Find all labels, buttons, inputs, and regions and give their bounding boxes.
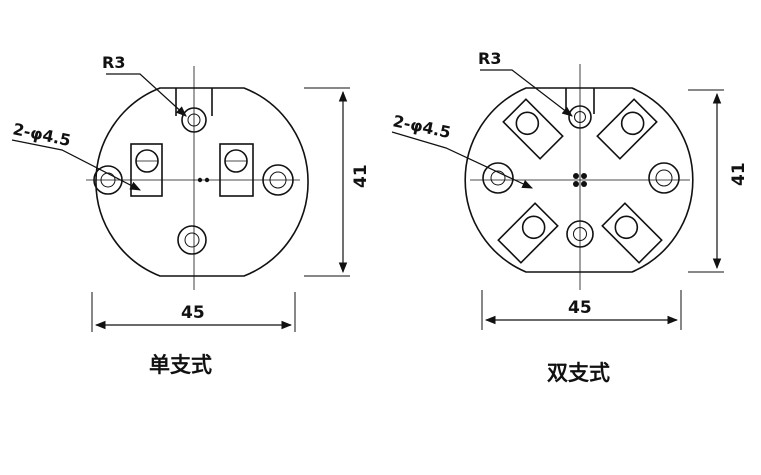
single-top-hole xyxy=(181,107,207,133)
single-height-label: 41 xyxy=(351,164,371,188)
single-plate-outline xyxy=(95,87,309,277)
single-radius-note: R3 xyxy=(102,53,125,72)
double-terminal-top-left xyxy=(502,98,564,160)
double-terminal-top-right xyxy=(596,98,658,160)
double-r3-leader xyxy=(480,69,573,117)
single-right-terminal xyxy=(219,143,254,197)
double-top-hole xyxy=(568,105,592,129)
single-width-label: 45 xyxy=(181,303,205,323)
double-bottom-hole xyxy=(566,220,594,248)
double-hole-note: 2-φ4.5 xyxy=(391,111,452,142)
double-width-label: 45 xyxy=(568,298,592,318)
single-bottom-hole xyxy=(177,225,207,255)
single-left-mount-hole xyxy=(93,165,123,195)
double-left-mount-hole xyxy=(482,162,514,194)
single-hole-leader xyxy=(11,139,141,191)
single-left-terminal xyxy=(130,143,163,197)
single-caption: 单支式 xyxy=(149,353,212,377)
single-right-mount-hole xyxy=(262,164,294,196)
double-terminal-bottom-left xyxy=(497,202,559,264)
single-r3-leader xyxy=(106,73,187,117)
single-support-view xyxy=(11,66,350,332)
double-support-view xyxy=(391,64,724,330)
double-hole-leader xyxy=(391,131,533,189)
double-terminal-bottom-right xyxy=(601,202,663,264)
double-plate-outline xyxy=(464,87,694,273)
double-center-dots xyxy=(573,173,587,187)
double-caption: 双支式 xyxy=(547,361,610,385)
double-height-label: 41 xyxy=(729,162,749,186)
double-radius-note: R3 xyxy=(478,49,501,68)
double-right-mount-hole xyxy=(648,162,680,194)
